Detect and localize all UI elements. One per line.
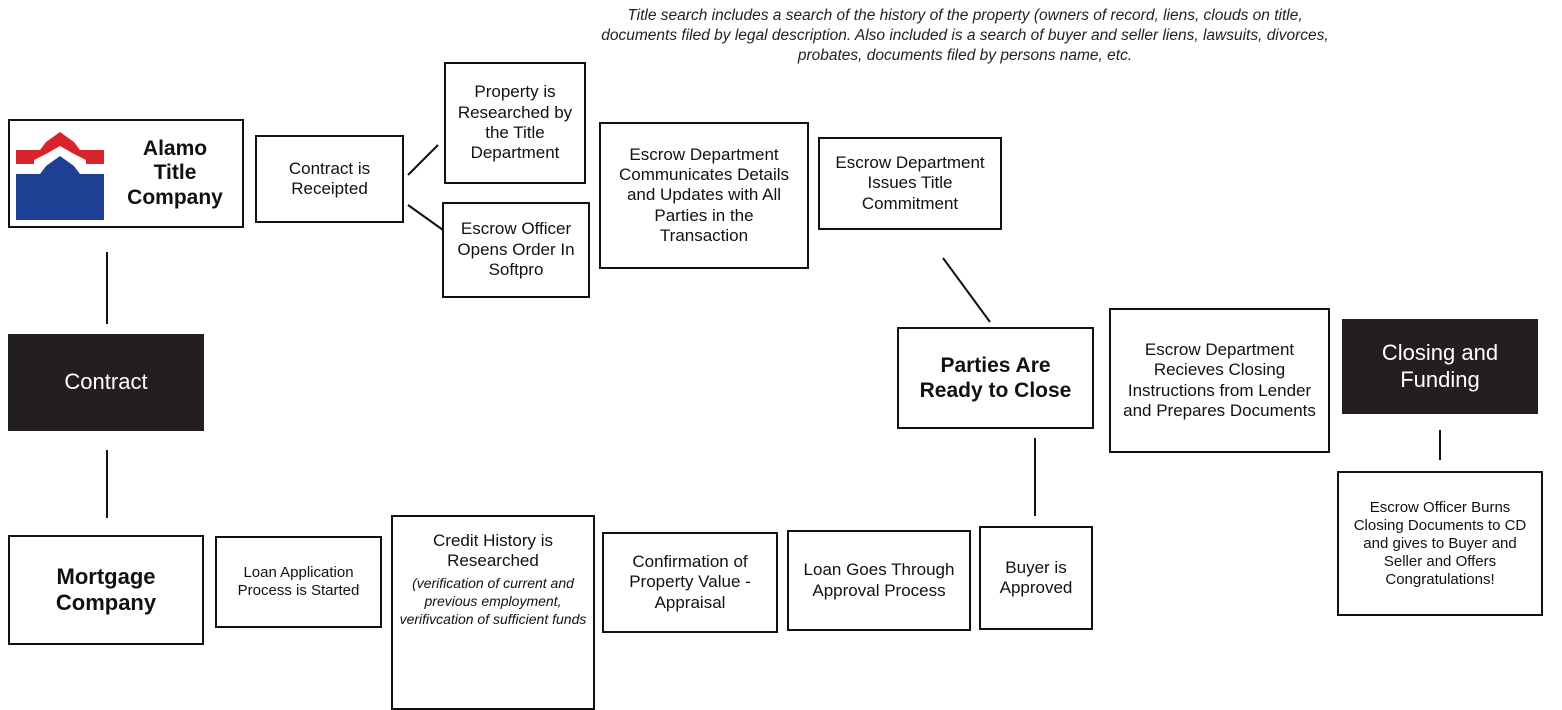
property-researched-box: Property is Researched by the Title Depa… (444, 62, 586, 184)
logo-line-1: Alamo (142, 137, 208, 161)
parties-ready-box: Parties Are Ready to Close (897, 327, 1094, 429)
connector-logo-contract (106, 252, 108, 324)
credit-history-box: Credit History is Researched (verificati… (391, 515, 595, 710)
escrow-receives-instructions-box: Escrow Department Recieves Closing Instr… (1109, 308, 1330, 453)
escrow-burns-cd-box: Escrow Officer Burns Closing Documents t… (1337, 471, 1543, 616)
credit-history-title: Credit History is Researched (433, 531, 553, 571)
logo-line-2: Title (153, 161, 197, 185)
loan-application-box: Loan Application Process is Started (215, 536, 382, 628)
escrow-officer-opens-box: Escrow Officer Opens Order In Softpro (442, 202, 590, 298)
connector-parties-buyer (1034, 438, 1036, 516)
connector-contract-mortgage (106, 450, 108, 518)
credit-history-note: (verification of current and previous em… (399, 574, 587, 628)
buyer-approved-box: Buyer is Approved (979, 526, 1093, 630)
alamo-title-logo: Alamo Title Company (8, 119, 244, 228)
connector-closing-cd (1439, 430, 1441, 460)
loan-approval-box: Loan Goes Through Approval Process (787, 530, 971, 631)
contract-receipted-box: Contract is Receipted (255, 135, 404, 223)
escrow-issues-commitment-box: Escrow Department Issues Title Commitmen… (818, 137, 1002, 230)
escrow-communicates-box: Escrow Department Communicates Details a… (599, 122, 809, 269)
contract-box: Contract (8, 334, 204, 431)
closing-funding-box: Closing and Funding (1342, 319, 1538, 414)
title-search-note: Title search includes a search of the hi… (601, 7, 1329, 65)
alamo-logo-icon (16, 131, 104, 220)
mortgage-company-box: Mortgage Company (8, 535, 204, 645)
logo-line-3: Company (127, 185, 223, 209)
confirmation-value-box: Confirmation of Property Value - Apprais… (602, 532, 778, 633)
